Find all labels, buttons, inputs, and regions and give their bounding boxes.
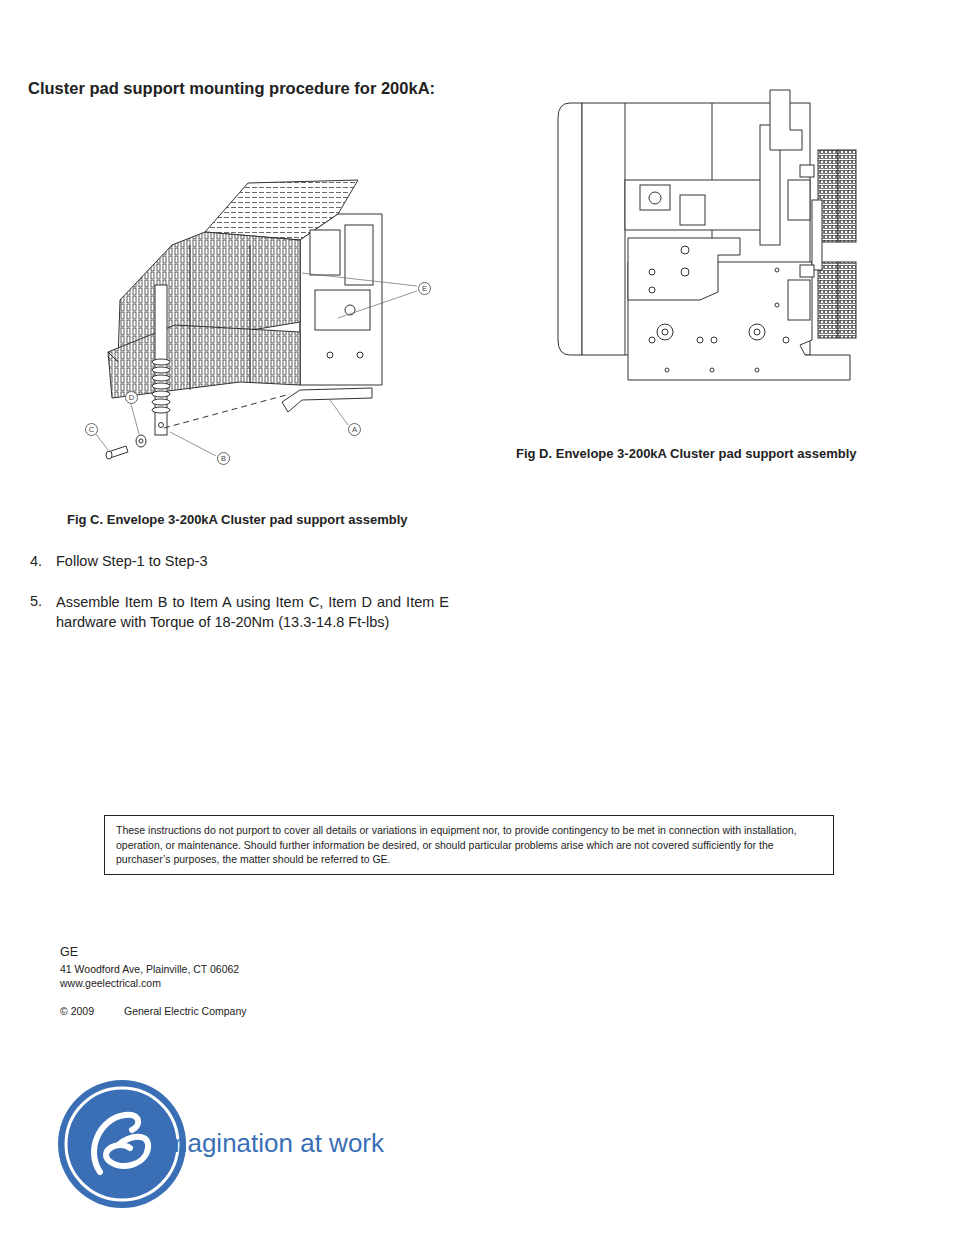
tagline: imagination at work [160, 1127, 460, 1160]
fig-c-drawing [106, 180, 382, 459]
callout-circle: D [125, 391, 138, 404]
address: 41 Woodford Ave, Plainville, CT 06062 [60, 963, 360, 976]
step-text: Follow Step-1 to Step-3 [56, 552, 449, 570]
callout-letter: E [422, 285, 427, 293]
figure-caption: Fig C. Envelope 3-200kA Cluster pad supp… [67, 512, 487, 528]
callout-circle: E [418, 282, 431, 295]
step-text: Assemble Item B to Item A using Item C, … [56, 592, 449, 632]
step-number: 5. [30, 592, 54, 610]
callout-circle: C [85, 423, 98, 436]
disclaimer-text: These instructions do not purport to cov… [116, 823, 822, 867]
copyright: © 2009 [60, 1005, 120, 1018]
callout-circle: A [348, 423, 361, 436]
company-name: GE [60, 945, 260, 961]
step-number: 4. [30, 552, 54, 570]
callout-letter: B [221, 455, 226, 463]
callout-letter: A [352, 426, 357, 434]
leader-lines [96, 273, 417, 456]
fig-d-drawing [558, 90, 856, 380]
copyright-holder: General Electric Company [124, 1005, 344, 1018]
callout-circle: B [217, 452, 230, 465]
callout-letter: C [89, 426, 94, 434]
page-heading: Cluster pad support mounting procedure f… [28, 78, 449, 98]
callout-letter: D [129, 394, 134, 402]
figure-caption: Fig D. Envelope 3-200kA Cluster pad supp… [516, 446, 936, 462]
disclaimer-box: These instructions do not purport to cov… [104, 815, 834, 875]
website: www.geelectrical.com [60, 977, 360, 990]
